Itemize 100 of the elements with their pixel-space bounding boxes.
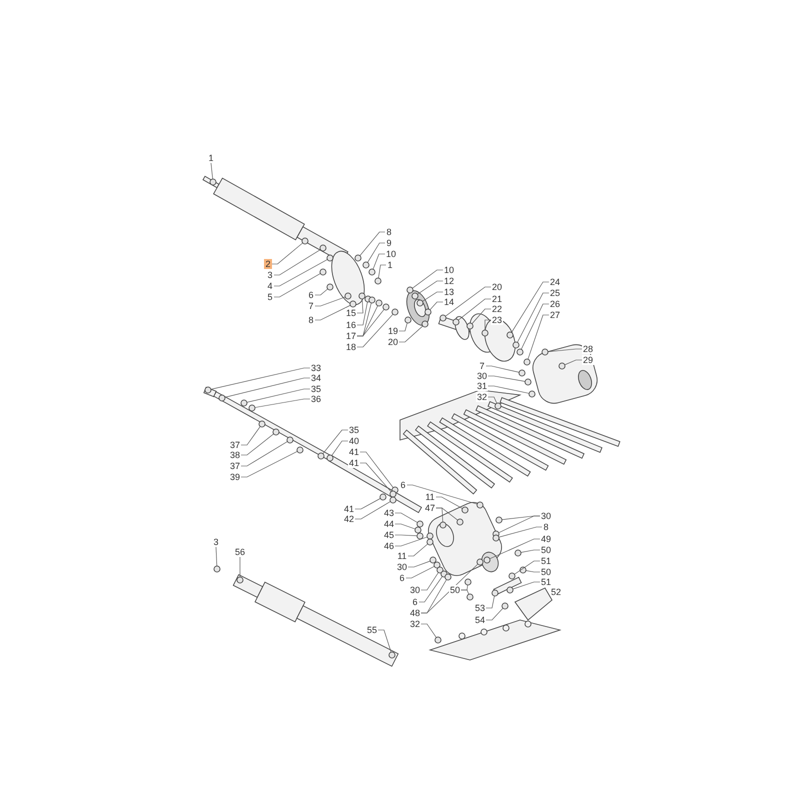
leader-line	[418, 576, 443, 602]
leader-line	[246, 388, 310, 403]
leader-line	[436, 508, 458, 520]
part-drawing	[494, 402, 502, 410]
callout-number: 37	[228, 440, 241, 450]
part-drawing	[520, 566, 526, 574]
leader-line	[360, 232, 386, 256]
leader-line	[488, 396, 498, 404]
part-drawing	[326, 254, 334, 262]
callout-number: 13	[442, 287, 455, 297]
leader-line	[240, 451, 298, 478]
callout-number: 16	[344, 320, 357, 330]
leader-line	[354, 501, 391, 520]
callout-number: 7	[478, 361, 486, 371]
leader-line	[485, 366, 520, 373]
part-drawing	[426, 532, 434, 540]
part-drawing	[416, 300, 424, 306]
part-drawing	[210, 178, 216, 186]
part-drawing	[506, 586, 514, 594]
callout-number: 40	[348, 436, 360, 446]
part-drawing	[524, 358, 530, 366]
leader-line	[420, 572, 439, 590]
part-drawing	[452, 318, 460, 326]
callout-number: 34	[310, 373, 322, 383]
part-drawing	[392, 308, 398, 316]
highlighted-callout-number: 2	[264, 259, 272, 269]
leader-line	[254, 398, 310, 408]
part-drawing	[204, 386, 212, 394]
callout-number: 50	[448, 585, 461, 595]
leader-line	[240, 426, 261, 446]
leader-line	[367, 242, 386, 263]
leader-line	[360, 462, 392, 492]
leader-line	[407, 544, 428, 556]
leader-line	[489, 538, 540, 560]
leader-line	[498, 516, 540, 534]
leader-line	[210, 368, 310, 390]
callout-number: 35	[310, 384, 322, 394]
part-drawing	[464, 578, 472, 586]
part-drawing	[354, 254, 362, 262]
callout-number: 1	[207, 153, 214, 163]
part-drawing	[286, 436, 294, 444]
leader-line	[460, 590, 470, 595]
part-drawing	[414, 526, 422, 534]
part-drawing	[492, 534, 500, 542]
part-drawing	[462, 506, 468, 514]
leader-line	[520, 550, 540, 553]
part-drawing	[416, 520, 424, 528]
leader-line	[273, 249, 321, 276]
callout-number: 49	[540, 534, 552, 544]
callout-number: 5	[266, 292, 274, 302]
leader-line	[458, 298, 492, 320]
leader-line	[564, 360, 582, 366]
leader-line	[484, 320, 492, 330]
part-drawing	[320, 244, 326, 252]
part-drawing	[416, 532, 424, 540]
leader-line	[488, 376, 526, 382]
callout-number: 22	[490, 304, 503, 314]
leader-line	[356, 309, 384, 336]
part-drawing	[444, 574, 452, 580]
part-drawing	[318, 452, 324, 460]
callout-number: 20	[386, 337, 399, 347]
callout-number: 17	[344, 331, 357, 341]
part-drawing	[422, 320, 428, 328]
callout-number: 28	[582, 344, 594, 354]
leader-line	[360, 452, 394, 488]
leader-line	[240, 441, 288, 466]
leader-line	[406, 484, 478, 504]
callout-number: 3	[266, 270, 274, 280]
part-drawing	[272, 428, 280, 436]
part-drawing	[492, 590, 498, 596]
callout-number: 11	[424, 492, 436, 502]
part-drawing	[390, 490, 396, 498]
leader-line	[430, 302, 444, 310]
leader-line	[314, 305, 351, 320]
part-drawing	[350, 300, 356, 308]
callout-number: 14	[442, 297, 455, 307]
part-drawing	[362, 262, 370, 268]
part-drawing	[296, 446, 304, 454]
part-drawing	[406, 286, 414, 294]
callout-number: 11	[396, 551, 408, 561]
callout-number: 39	[228, 472, 241, 482]
part-drawing	[390, 496, 396, 504]
callout-number: 20	[490, 282, 503, 292]
part-drawing	[388, 652, 396, 658]
part-drawing	[382, 304, 390, 310]
callout-number: 6	[399, 480, 406, 490]
leader-line	[512, 582, 540, 590]
part-drawing	[358, 292, 366, 300]
leader-line	[417, 280, 444, 295]
leader-line	[356, 302, 368, 326]
callout-number: 1	[386, 260, 394, 270]
leader-line	[394, 512, 418, 523]
callout-number: 6	[307, 290, 314, 300]
leader-line	[412, 270, 444, 289]
callout-number: 30	[408, 585, 421, 595]
part-drawing	[436, 566, 444, 574]
callout-number: 52	[550, 587, 562, 597]
callout-number: 25	[548, 288, 561, 298]
leader-line	[420, 564, 478, 614]
part-drawing	[496, 516, 502, 524]
